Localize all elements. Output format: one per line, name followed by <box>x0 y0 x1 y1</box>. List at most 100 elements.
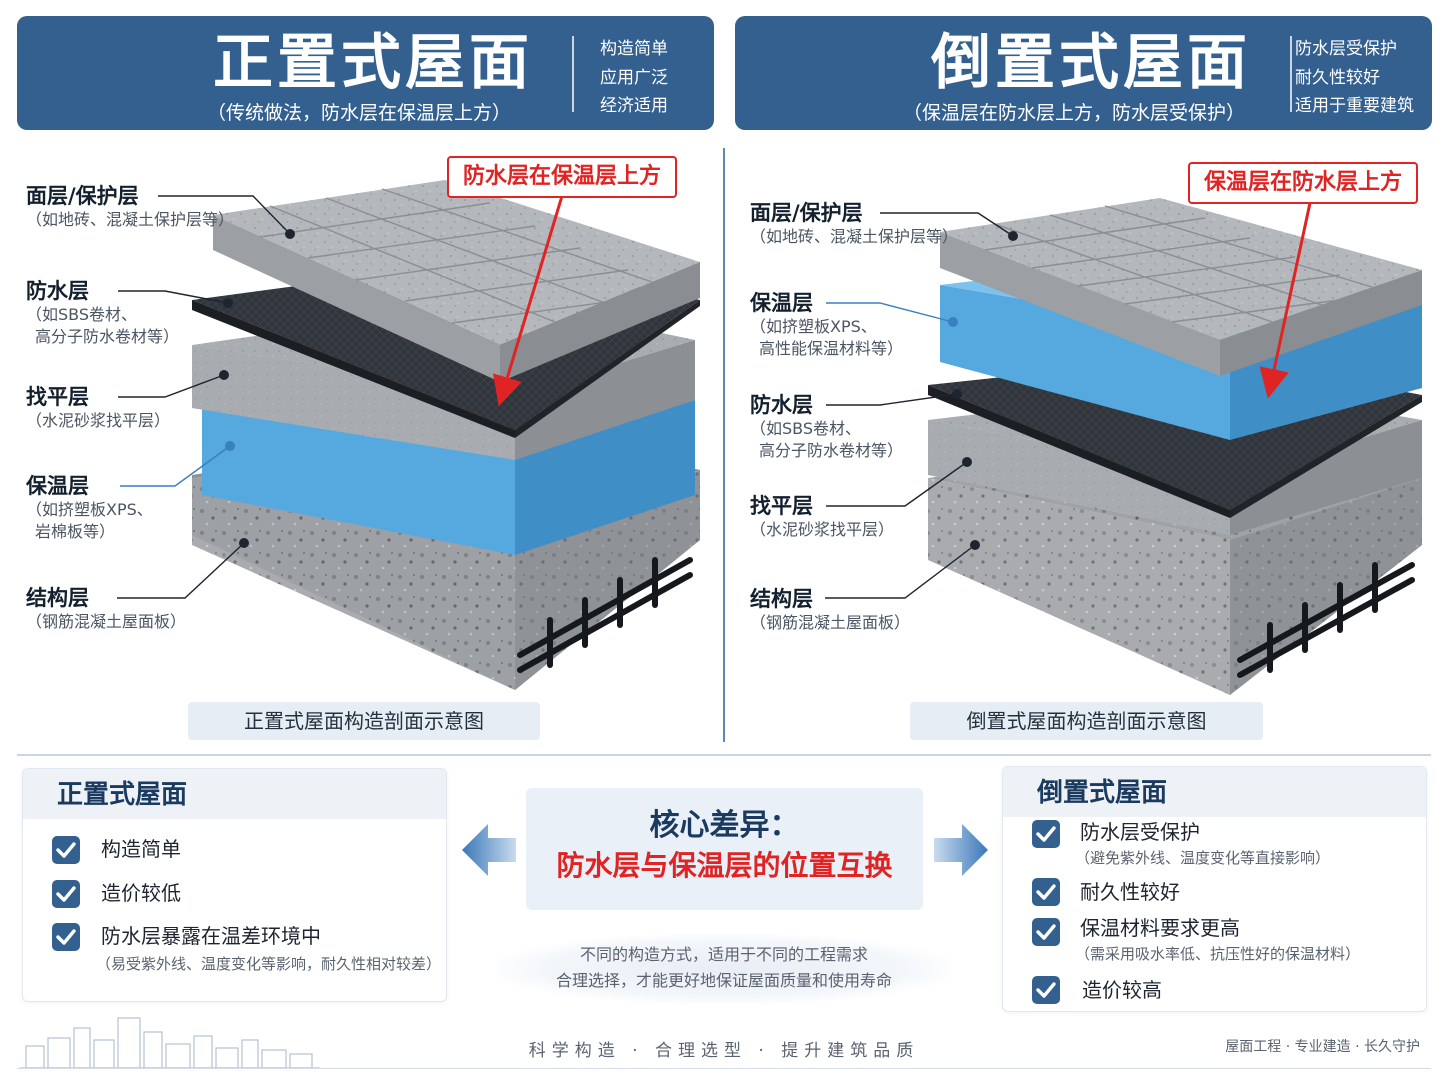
footer-slogan: 科学构造 · 合理选型 · 提升建筑品质 <box>528 1041 920 1061</box>
summary-left-title: 正置式屋面 <box>23 769 446 819</box>
summary-card-right: 倒置式屋面 <box>1002 766 1427 1012</box>
summary-card-left: 正置式屋面 <box>22 768 447 1002</box>
right-label-membrane: 防水层 （如SBS卷材、 高分子防水卷材等） <box>750 392 903 462</box>
left-label-structure: 结构层 （钢筋混凝土屋面板） <box>26 585 186 633</box>
layer-name: 保温层 <box>26 474 89 498</box>
left-caption: 正置式屋面构造剖面示意图 <box>188 702 540 740</box>
left-subtitle: （传统做法，防水层在保温层上方） <box>207 102 512 124</box>
check-icon <box>52 923 80 951</box>
summary-right-item-note: （需采用吸水率低、抗压性好的保温材料） <box>1075 945 1361 963</box>
right-feature: 防水层受保护 <box>1295 39 1397 59</box>
layer-desc: 高分子防水卷材等） <box>35 327 180 346</box>
guidance-note: 不同的构造方式，适用于不同的工程需求 合理选择，才能更好地保证屋面质量和使用寿命 <box>496 934 952 1004</box>
right-feature: 耐久性较好 <box>1295 67 1380 88</box>
layer-name: 找平层 <box>26 385 89 409</box>
summary-left-item: 构造简单 <box>101 837 181 861</box>
left-label-membrane: 防水层 （如SBS卷材、 高分子防水卷材等） <box>26 278 179 348</box>
layer-name: 结构层 <box>26 586 89 610</box>
right-callout-arrow <box>1259 202 1312 399</box>
guidance-line: 不同的构造方式，适用于不同的工程需求 <box>579 945 868 964</box>
center-divider <box>723 148 725 742</box>
city-skyline-icon <box>20 1017 320 1069</box>
summary-left-item: 造价较低 <box>101 881 181 905</box>
arrow-left-icon <box>462 824 516 876</box>
layer-desc: （如SBS卷材、 <box>26 305 138 324</box>
right-callout: 保温层在防水层上方 <box>1188 162 1419 204</box>
layer-desc: 高性能保温材料等） <box>759 339 904 358</box>
check-icon <box>52 880 80 908</box>
layer-desc: 岩棉板等） <box>35 522 116 541</box>
layer-desc: （如挤塑板XPS、 <box>750 317 877 336</box>
arrow-right-icon <box>934 824 988 876</box>
right-leader-dots <box>948 231 1018 550</box>
right-label-paving: 面层/保护层 （如地砖、混凝土保护层等） <box>750 200 958 248</box>
summary-right-item: 造价较高 <box>1082 978 1162 1002</box>
layer-desc: （钢筋混凝土屋面板） <box>750 613 911 632</box>
left-banner: 正置式屋面 （传统做法，防水层在保温层上方） 构造简单 应用广泛 经济适用 <box>17 16 714 130</box>
summary-right-item: 耐久性较好 <box>1080 880 1180 904</box>
left-title: 正置式屋面 <box>213 28 533 98</box>
footer-tagline: 屋面工程 · 专业建造 · 长久守护 <box>1225 1039 1420 1055</box>
right-leader-lines <box>825 212 1014 599</box>
core-title: 核心差异： <box>649 808 800 843</box>
left-rebar <box>517 557 693 673</box>
check-icon <box>1032 878 1060 906</box>
summary-right-item: 保温材料要求更高 <box>1080 916 1240 940</box>
summary-left-item-note: （易受紫外线、温度变化等影响，耐久性相对较差） <box>96 955 442 973</box>
layer-desc: （水泥砂浆找平层） <box>26 411 171 430</box>
check-icon <box>1032 918 1060 946</box>
right-feature: 适用于重要建筑 <box>1295 96 1414 116</box>
right-label-screed: 找平层 （水泥砂浆找平层） <box>750 493 894 541</box>
footer-divider <box>17 1068 1431 1069</box>
left-stack <box>192 180 700 690</box>
right-label-structure: 结构层 （钢筋混凝土屋面板） <box>750 586 910 634</box>
right-banner: 倒置式屋面 （保温层在防水层上方，防水层受保护） 防水层受保护 耐久性较好 适用… <box>735 16 1432 130</box>
layer-desc: （钢筋混凝土屋面板） <box>26 612 187 631</box>
right-subtitle: （保温层在防水层上方，防水层受保护） <box>903 102 1246 124</box>
left-callout-arrow <box>492 195 564 407</box>
right-stack <box>928 198 1422 695</box>
layer-desc: （如SBS卷材、 <box>750 419 862 438</box>
left-label-insulation: 保温层 （如挤塑板XPS、 岩棉板等） <box>26 473 153 543</box>
layer-name: 面层/保护层 <box>26 184 139 208</box>
right-title: 倒置式屋面 <box>931 28 1251 98</box>
summary-right-item: 防水层受保护 <box>1080 820 1200 844</box>
layer-desc: （水泥砂浆找平层） <box>750 520 895 539</box>
core-difference-box: 核心差异： 防水层与保温层的位置互换 <box>526 788 923 910</box>
layer-name: 结构层 <box>750 587 813 611</box>
right-label-insulation: 保温层 （如挤塑板XPS、 高性能保温材料等） <box>750 290 903 360</box>
layer-name: 找平层 <box>750 494 813 518</box>
right-feature-list: 防水层受保护 耐久性较好 适用于重要建筑 <box>1295 35 1414 121</box>
guidance-line: 合理选择，才能更好地保证屋面质量和使用寿命 <box>555 971 892 990</box>
layer-name: 防水层 <box>26 279 89 303</box>
layer-name: 保温层 <box>750 291 813 315</box>
layer-desc: （如挤塑板XPS、 <box>26 500 153 519</box>
left-feature: 构造简单 <box>600 39 668 59</box>
summary-right-item-note: （避免紫外线、温度变化等直接影响） <box>1075 849 1331 867</box>
layer-desc: 高分子防水卷材等） <box>759 441 904 460</box>
right-banner-separator <box>1290 36 1292 112</box>
layer-name: 面层/保护层 <box>750 201 863 225</box>
left-banner-separator <box>572 36 574 112</box>
summary-right-title: 倒置式屋面 <box>1003 767 1426 817</box>
left-leader-dots <box>219 229 295 548</box>
check-icon <box>52 836 80 864</box>
left-leader-lines <box>117 195 291 599</box>
left-label-paving: 面层/保护层 （如地砖、混凝土保护层等） <box>26 183 234 231</box>
left-label-screed: 找平层 （水泥砂浆找平层） <box>26 384 170 432</box>
section-divider <box>17 754 1431 756</box>
right-rebar <box>1237 562 1415 678</box>
check-icon <box>1032 820 1060 848</box>
left-callout: 防水层在保温层上方 <box>447 156 678 198</box>
layer-desc: （如地砖、混凝土保护层等） <box>750 227 959 246</box>
left-feature-list: 构造简单 应用广泛 经济适用 <box>600 35 668 121</box>
layer-name: 防水层 <box>750 393 813 417</box>
right-paving-layer <box>940 198 1422 376</box>
left-feature: 应用广泛 <box>600 67 668 88</box>
right-caption: 倒置式屋面构造剖面示意图 <box>910 702 1263 740</box>
core-statement: 防水层与保温层的位置互换 <box>556 849 893 882</box>
layer-desc: （如地砖、混凝土保护层等） <box>26 210 235 229</box>
roof-section-diagrams <box>117 180 1422 695</box>
summary-left-item: 防水层暴露在温差环境中 <box>101 924 321 948</box>
left-paving-layer <box>213 180 700 382</box>
